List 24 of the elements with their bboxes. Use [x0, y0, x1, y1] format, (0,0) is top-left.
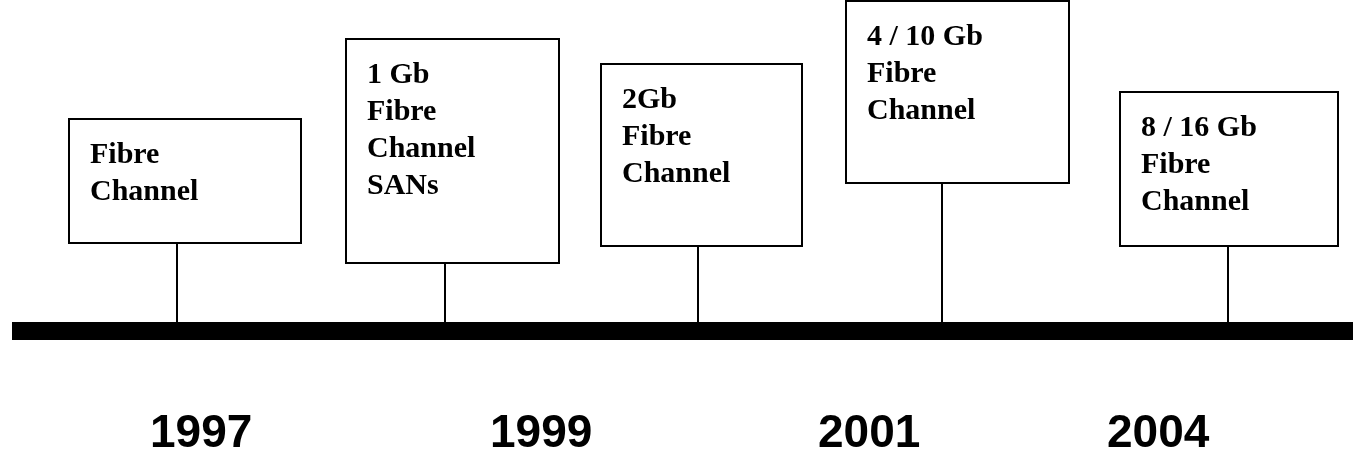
connector-line: [176, 243, 178, 323]
milestone-box: [345, 38, 560, 264]
year-label: 2004: [1107, 405, 1210, 457]
technology-text: Fibre Channel: [1141, 145, 1250, 218]
technology-text: Fibre Channel: [867, 54, 976, 127]
milestone-box: [845, 0, 1070, 184]
speed-text: 1 Gb: [367, 55, 430, 91]
year-label: 1997: [150, 405, 253, 457]
connector-line: [697, 246, 699, 323]
year-label: 2001: [818, 405, 921, 457]
milestone-box: [600, 63, 803, 247]
connector-line: [1227, 246, 1229, 323]
speed-text: 2Gb: [622, 80, 678, 116]
speed-text: 4 / 10 Gb: [867, 17, 983, 53]
technology-text: Fibre Channel: [622, 117, 731, 190]
connector-line: [941, 183, 943, 323]
year-label: 1999: [490, 405, 593, 457]
timeline-bar: [12, 322, 1353, 340]
technology-text: Fibre Channel SANs: [367, 92, 476, 202]
milestone-box: [68, 118, 302, 244]
technology-text: Fibre Channel: [90, 135, 199, 208]
speed-text: 8 / 16 Gb: [1141, 108, 1257, 144]
connector-line: [444, 263, 446, 323]
milestone-box: [1119, 91, 1339, 247]
